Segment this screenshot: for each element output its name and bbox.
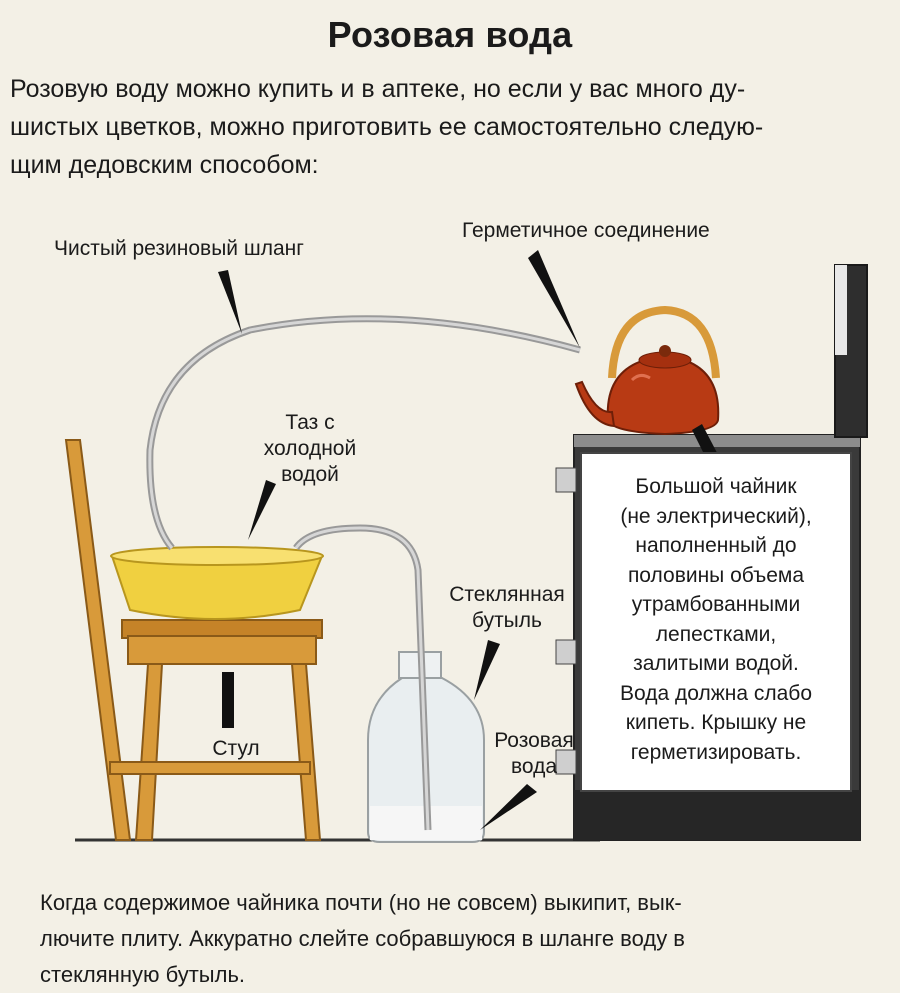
outro-paragraph: Когда содержимое чайника почти (но не со… (40, 885, 880, 993)
intro-line: шистых цветков, можно приготовить ее сам… (10, 113, 764, 141)
pointer-bottle (474, 640, 500, 700)
label-basin: Таз с холодной водой (263, 411, 357, 486)
label-hose: Чистый резиновый шланг (54, 237, 304, 260)
label-seal: Герметичное соединение (462, 219, 710, 242)
outro-line: стеклянную бутыль. (40, 962, 246, 987)
page-title: Розовая вода (327, 14, 573, 55)
outro-line: лючите плиту. Аккуратно слейте собравшую… (40, 926, 685, 951)
intro-line: Розовую воду можно купить и в аптеке, но… (10, 75, 746, 103)
kettle (574, 305, 720, 436)
label-rose-water: Розовая вода (494, 729, 574, 778)
pointer-seal (528, 250, 580, 348)
label-chair: Стул (212, 737, 260, 760)
pointer-hose (218, 270, 242, 334)
outro-line: Когда содержимое чайника почти (но не со… (40, 890, 682, 915)
basin (110, 546, 324, 620)
label-bottle: Стеклянная бутыль (449, 583, 565, 632)
pointer-basin (248, 480, 276, 540)
pointer-chair (222, 672, 234, 728)
kettle-description: Большой чайник (не электрический), напол… (580, 452, 852, 792)
pointer-rose-water (480, 784, 537, 830)
intro-paragraph: Розовую воду можно купить и в аптеке, но… (10, 70, 890, 184)
chair (64, 439, 323, 841)
intro-line: щим дедовским способом: (10, 151, 319, 179)
